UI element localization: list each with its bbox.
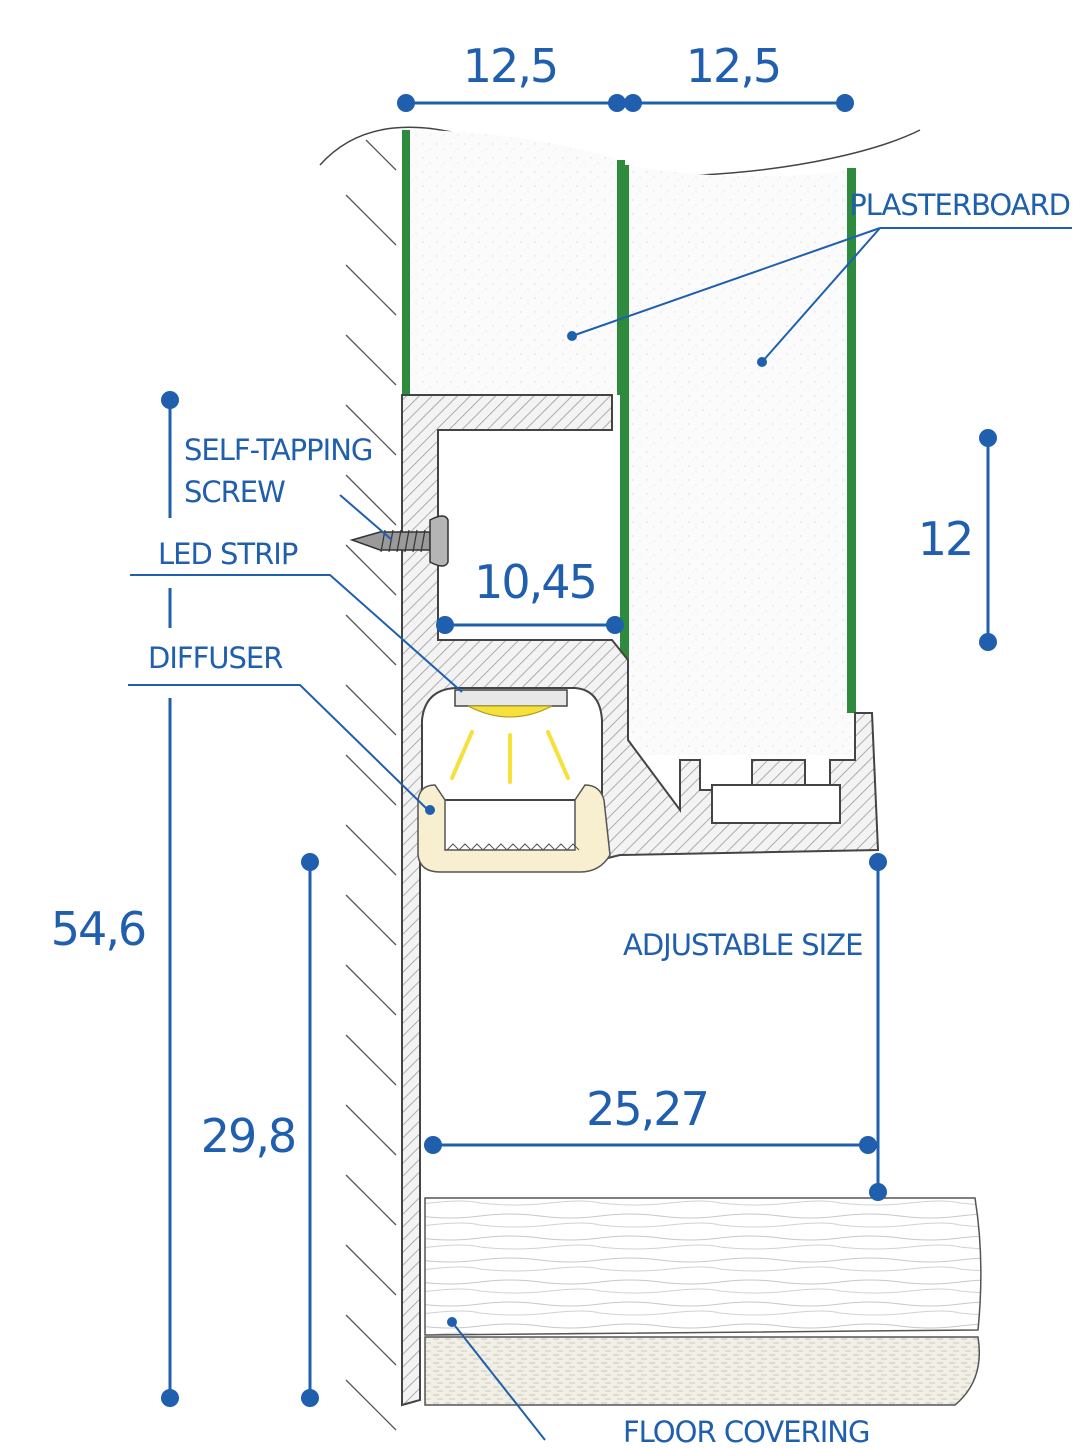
label-led-strip: LED STRIP (158, 537, 298, 571)
label-floor-covering: FLOOR COVERING (623, 1415, 869, 1448)
diffuser-teeth (446, 843, 580, 851)
dim-total-value: 54,6 (51, 902, 145, 956)
dim-overlap-value: 12 (918, 512, 973, 566)
dim-overlap-height (979, 429, 997, 651)
diffuser (417, 784, 611, 873)
led-chip (467, 705, 553, 718)
led-strip-board (454, 689, 568, 707)
label-diffuser: DIFFUSER (148, 641, 283, 675)
dim-skirting-value: 25,27 (586, 1082, 708, 1136)
screw-leader (339, 494, 393, 541)
t-slot (711, 784, 841, 824)
floor-leader (451, 1321, 546, 1441)
diffuser-leader-dot (425, 805, 435, 815)
floor-wood (424, 1197, 982, 1406)
label-screw-line1: SELF-TAPPING (184, 433, 372, 467)
dim-lower-value: 29,8 (201, 1109, 295, 1163)
wall-hatching (345, 139, 397, 1431)
plasterboard-leaders (567, 227, 1072, 367)
led-strip-leader (130, 574, 463, 693)
dim-channel-width (436, 616, 624, 634)
dim-skirting-width (424, 1136, 877, 1154)
dim-total-height (161, 391, 179, 1407)
dim-channel-value: 10,45 (474, 555, 596, 609)
dim-board-right-value: 12,5 (686, 39, 780, 93)
floor-leader-dot (447, 1317, 457, 1327)
diffuser-leader (128, 684, 429, 811)
dim-adjustable (869, 853, 887, 1201)
plasterboard-right (620, 165, 856, 755)
plasterboard-left (402, 130, 625, 395)
label-screw-line2: SCREW (184, 475, 285, 509)
label-plasterboard: PLASTERBOARD (849, 188, 1070, 222)
dim-board-widths (397, 94, 854, 112)
self-tapping-screw (349, 515, 449, 567)
led-light-rays (450, 730, 570, 784)
label-adjustable-size: ADJUSTABLE SIZE (623, 928, 862, 962)
dim-board-left-value: 12,5 (463, 39, 557, 93)
dim-lower-height (301, 853, 319, 1407)
